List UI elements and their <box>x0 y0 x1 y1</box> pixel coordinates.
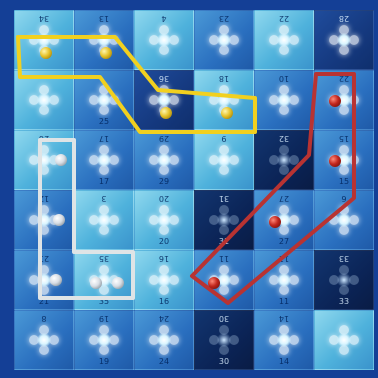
yellow-path <box>18 37 255 132</box>
white-piece-2[interactable] <box>53 214 65 226</box>
red-piece-1[interactable] <box>329 95 341 107</box>
white-piece-3[interactable] <box>50 274 62 286</box>
white-piece-5[interactable] <box>112 277 124 289</box>
red-piece-2[interactable] <box>329 155 341 167</box>
yellow-piece-3[interactable] <box>160 107 172 119</box>
white-piece-1[interactable] <box>55 154 67 166</box>
red-piece-4[interactable] <box>208 277 220 289</box>
white-piece-4[interactable] <box>90 277 102 289</box>
yellow-piece-4[interactable] <box>221 107 233 119</box>
red-piece-3[interactable] <box>269 216 281 228</box>
yellow-piece-2[interactable] <box>100 47 112 59</box>
yellow-piece-1[interactable] <box>40 47 52 59</box>
red-path <box>192 74 354 303</box>
